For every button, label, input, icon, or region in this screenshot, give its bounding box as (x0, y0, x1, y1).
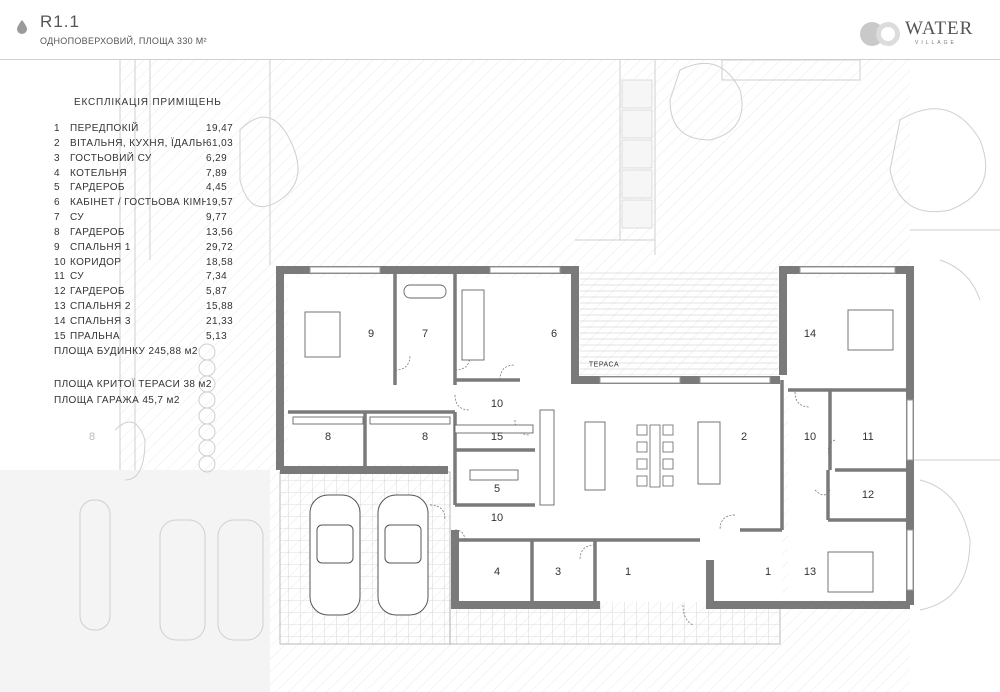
room-label-1b: 1 (764, 566, 772, 578)
room-label-5: 5 (493, 483, 501, 495)
room-label-7: 7 (421, 328, 429, 340)
interior-floor (288, 278, 906, 602)
terrace-label: ТЕРАСА (588, 361, 620, 369)
room-label-12: 12 (861, 489, 875, 501)
room-label-3: 3 (554, 566, 562, 578)
floor-plan-drawing (0, 60, 1000, 692)
legend-heading: ЕКСПЛІКАЦІЯ ПРИМІЩЕНЬ (74, 97, 222, 108)
room-label-6: 6 (550, 328, 558, 340)
landscape-lines (114, 60, 1000, 611)
room-label-4: 4 (493, 566, 501, 578)
logo-subword: VILLAGE (915, 40, 957, 46)
house-area-total: ПЛОЩА БУДИНКУ 245,88 м2 (54, 346, 198, 357)
room-label-10a: 10 (490, 398, 504, 410)
room-label-13: 13 (803, 566, 817, 578)
dining-chairs (636, 424, 674, 488)
room-label-9: 9 (367, 328, 375, 340)
deck-strips (621, 79, 653, 229)
shrub-row (198, 343, 216, 473)
room-label-15: 15 (490, 431, 504, 443)
plan-subtitle: ОДНОПОВЕРХОВИЙ, ПЛОЩА 330 М² (40, 36, 207, 46)
water-village-logo-icon (860, 22, 900, 46)
room-label-10c: 10 (490, 512, 504, 524)
garage-area-total: ПЛОЩА ГАРАЖА 45,7 м2 (54, 395, 180, 406)
windows (309, 266, 914, 591)
logo-word: WATER (905, 18, 974, 39)
plan-title: R1.1 (40, 12, 80, 31)
room-label-14: 14 (803, 328, 817, 340)
parked-cars (79, 499, 264, 641)
room-label-1a: 1 (624, 566, 632, 578)
cars (309, 494, 429, 616)
interior-walls (288, 272, 906, 605)
furniture (292, 284, 894, 593)
room-label-8b: 8 (421, 431, 429, 443)
room-label-8a: 8 (324, 431, 332, 443)
room-label-11: 11 (862, 431, 874, 443)
header-divider (0, 59, 1000, 60)
terrace-deck (580, 272, 778, 375)
water-drop-icon (17, 20, 27, 34)
room-label-10b: 10 (803, 431, 817, 443)
terrace-area-total: ПЛОЩА КРИТОЇ ТЕРАСИ 38 м2 (54, 379, 212, 390)
neighbor-room-label: 8 (88, 431, 96, 443)
parking-area (0, 470, 270, 692)
room-label-2: 2 (740, 431, 748, 443)
